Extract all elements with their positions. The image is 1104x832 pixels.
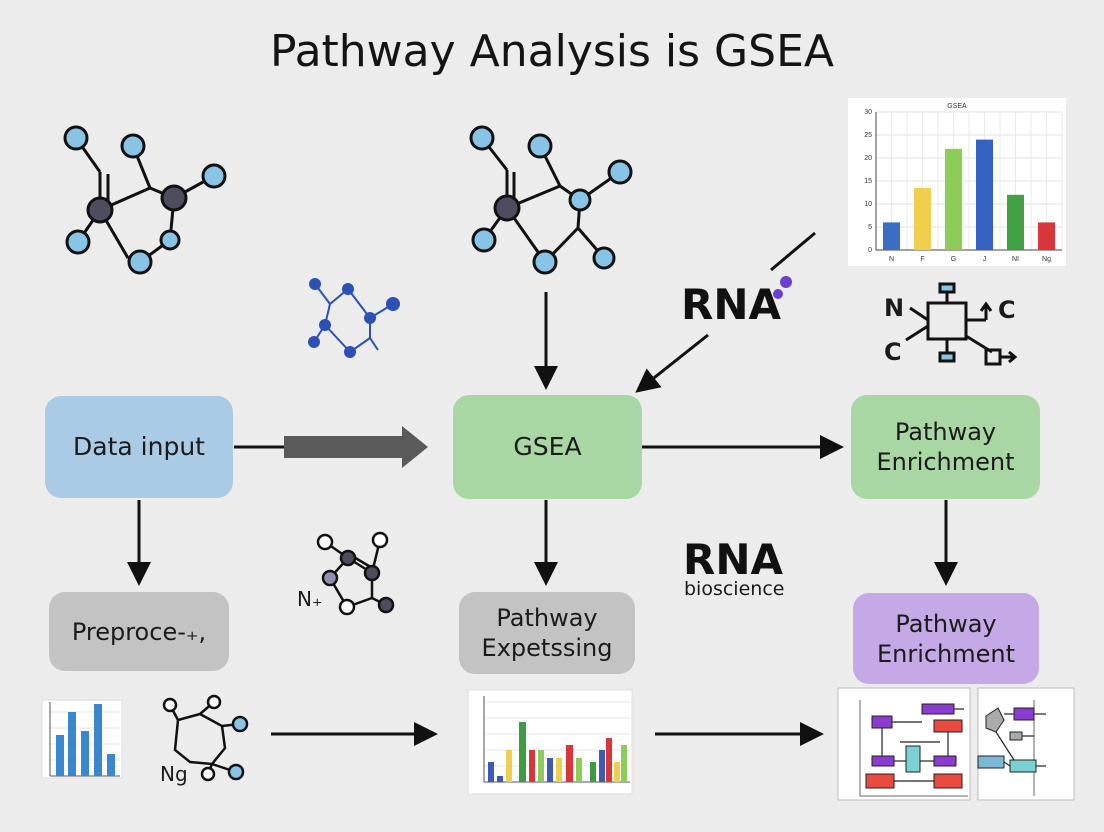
mini-bar-chart-left [41,699,123,779]
chart-ytick-label: 20 [864,155,872,162]
data-input-box: Data input [45,396,233,498]
chart-bar [944,148,963,250]
pathway-expetssing-line1: Pathway [496,604,598,632]
preprocess-box: Preproce-₊, [49,592,229,671]
n-letter-label: N [884,294,905,322]
chart-bar [1006,194,1025,250]
chart-ytick-label: 0 [868,247,872,254]
flow-arrows [127,231,958,746]
rna-label-mid: RNA [683,535,783,584]
chart-bar [913,187,932,250]
mini-bar-chart-center [467,689,633,795]
chart-bar [882,222,901,250]
pathway-enrichment-top-line2: Enrichment [876,448,1015,476]
chart-xtick-label: NI [1012,256,1019,263]
molecule-icon-top-left [63,125,227,275]
rna-line-top [770,231,816,272]
c-letter-right-label: C [998,296,1016,324]
pathway-enrichment-bottom-box: Pathway Enrichment [853,593,1039,684]
chart-ytick-label: 5 [868,224,872,231]
preprocess-label: Preproce-₊, [71,617,207,646]
n-plus-label: N₊ [297,587,323,611]
pathway-enrichment-bottom-line2: Enrichment [876,639,1016,668]
chart-xtick-label: Ng [1042,256,1051,263]
chart-xtick-label: N [889,256,894,263]
bioscience-label: bioscience [684,578,785,600]
gsea-label: GSEA [513,432,582,462]
ng-label: Ng [160,762,188,786]
chart-bar [975,139,994,250]
pathway-enrichment-top-line1: Pathway [894,418,997,446]
page-title: Pathway Analysis is GSEA [270,26,834,77]
chart-bar [1037,222,1056,250]
arrow-datainput-to-gsea [284,426,428,468]
chart-ytick-label: 15 [864,178,872,185]
protein-schematic-icon [905,282,1018,366]
pathway-enrichment-bottom-line1: Pathway [895,609,997,638]
chart-xtick-label: G [951,256,956,263]
pathway-enrichment-top-box: Pathway Enrichment [851,395,1040,499]
pathway-diagram-mini-2 [977,687,1075,801]
c-letter-left-label: C [884,338,902,366]
molecule-icon-top-center [469,125,633,275]
arrow-rna-to-gsea [635,333,709,393]
pathway-diagram-mini-1 [837,687,971,801]
chart-xtick-label: F [920,256,924,263]
chart-xtick-label: J [983,256,987,263]
data-input-label: Data input [73,432,205,462]
molecule-icon-middle [316,531,395,616]
chart-title: GSEA [947,103,967,110]
chart-ytick-label: 10 [864,201,872,208]
rna-dot-2 [773,289,783,299]
pathway-expetssing-line2: Expetssing [481,634,613,662]
gsea-box: GSEA [453,395,642,499]
gsea-bar-chart: GSEA 0 5 10 15 20 25 30N F G J NI Ng [848,98,1066,266]
chart-ytick-label: 30 [864,109,872,116]
chart-ytick-label: 25 [864,132,872,139]
molecule-icon-small-blue [308,278,400,358]
molecule-icon-ring [162,694,249,782]
rna-dot-1 [780,276,792,288]
rna-label-top: RNA [681,280,781,329]
pathway-expetssing-box: Pathway Expetssing [459,592,635,674]
